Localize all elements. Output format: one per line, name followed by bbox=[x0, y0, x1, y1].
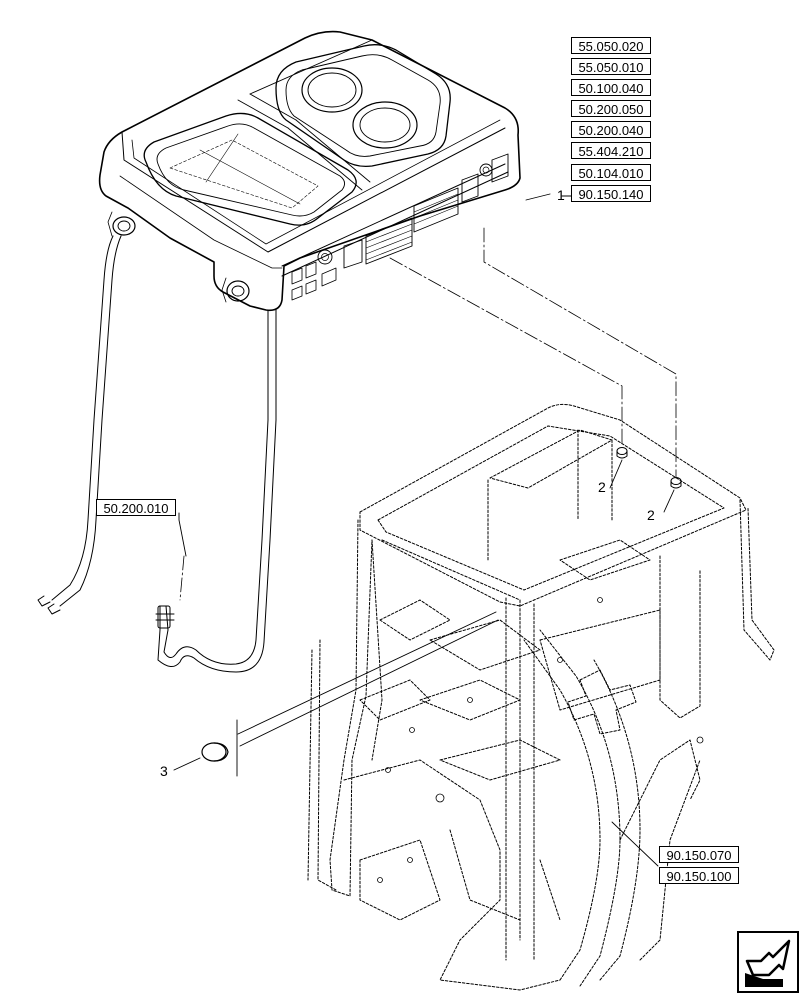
next-page-arrow-icon[interactable] bbox=[737, 931, 799, 993]
leader-lines bbox=[173, 193, 675, 867]
ref-50-200-040[interactable]: 50.200.040 bbox=[571, 121, 651, 138]
ref-55-404-210[interactable]: 55.404.210 bbox=[571, 142, 651, 159]
frame-holes bbox=[377, 597, 704, 883]
drain-hoses bbox=[37, 235, 277, 673]
plug-part bbox=[201, 742, 229, 762]
callout-item-2b: 2 bbox=[647, 507, 655, 523]
callout-item-2a: 2 bbox=[598, 479, 606, 495]
ref-90-150-070[interactable]: 90.150.070 bbox=[659, 846, 739, 863]
callout-item-1: 1 bbox=[557, 187, 565, 203]
ref-55-050-010[interactable]: 55.050.010 bbox=[571, 58, 651, 75]
assembly-center-lines bbox=[179, 227, 677, 601]
ref-55-050-020[interactable]: 55.050.020 bbox=[571, 37, 651, 54]
ref-50-200-050[interactable]: 50.200.050 bbox=[571, 100, 651, 117]
ref-50-200-010[interactable]: 50.200.010 bbox=[96, 499, 176, 516]
ref-90-150-100[interactable]: 90.150.100 bbox=[659, 867, 739, 884]
ref-50-100-040[interactable]: 50.100.040 bbox=[571, 79, 651, 96]
cab-frame bbox=[307, 403, 775, 991]
ref-50-104-010[interactable]: 50.104.010 bbox=[571, 164, 651, 181]
washer-part bbox=[616, 447, 682, 489]
callout-item-3: 3 bbox=[160, 763, 168, 779]
roof-hvac-unit bbox=[98, 30, 521, 312]
ref-90-150-140[interactable]: 90.150.140 bbox=[571, 185, 651, 202]
